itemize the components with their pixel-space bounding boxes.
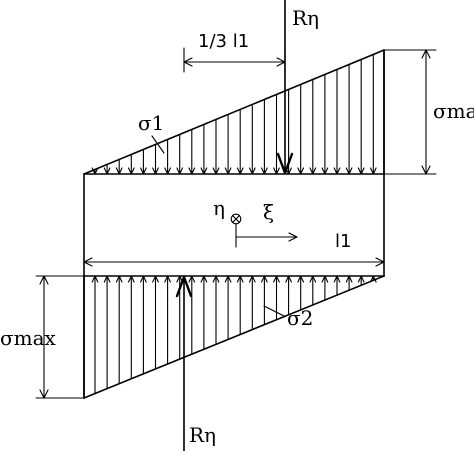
upper-stress-hypotenuse (83, 49, 385, 175)
left-sigma-max-bottom-arrowhead (39, 389, 49, 399)
one-third-length-label: 1/3 l1 (198, 31, 249, 52)
lower-stress-arrow-head (164, 275, 171, 283)
left-sigma-max-label: σmax (0, 326, 57, 350)
upper-stress-arrow-head (188, 167, 196, 175)
sigma2-label: σ2 (287, 306, 313, 330)
right-sigma-max-label: σmax (433, 99, 474, 123)
lower-stress-arrow-head (140, 275, 147, 283)
lower-stress-arrow-head (357, 275, 365, 283)
l1-label: l1 (335, 231, 351, 252)
upper-stress-arrow-head (248, 167, 256, 175)
right-sigma-max-bottom-arrowhead (421, 165, 431, 175)
bottom-reaction-label: Rη (189, 423, 216, 447)
coordinate-axes (230, 213, 298, 248)
lower-stress-arrow-head (212, 275, 220, 283)
upper-stress-arrow-head (164, 167, 171, 175)
upper-stress-arrow-head (224, 167, 232, 175)
upper-stress-arrow-head (357, 167, 365, 175)
lower-stress-arrow-head (200, 275, 208, 283)
upper-stress-arrow-head (273, 167, 280, 175)
reaction-forces (175, 0, 294, 451)
bottom-reaction-force-arrowhead (175, 275, 193, 298)
upper-stress-arrow-head (127, 167, 135, 175)
lower-stress-arrow-head (152, 275, 159, 283)
eta-label: η (213, 196, 225, 220)
lower-stress-arrow-head (248, 275, 256, 283)
upper-stress-arrows (91, 53, 377, 175)
upper-stress-arrow-head (321, 167, 329, 175)
upper-stress-arrow-head (236, 167, 244, 175)
top-reaction-label: Rη (292, 6, 319, 30)
upper-stress-arrow-head (91, 167, 99, 175)
eta-axis-cross (231, 214, 241, 224)
left-sigma-max-top-arrowhead (39, 275, 49, 285)
upper-stress-arrow-head (333, 167, 341, 175)
upper-stress-arrow-head (176, 167, 184, 175)
dimension-lines (35, 47, 437, 399)
lower-stress-arrow-head (345, 275, 353, 283)
lower-stress-arrow-head (333, 275, 341, 283)
lower-stress-arrow-head (321, 275, 329, 283)
sigma1-leader-line (151, 135, 165, 154)
upper-stress-arrow-head (261, 167, 268, 175)
upper-stress-arrow-head (309, 167, 317, 175)
upper-stress-arrow-head (140, 167, 147, 175)
diagram-labels: Rη Rη 1/3 l1 l1 σ1 σ2 σmax σmax η ξ (0, 6, 474, 447)
lower-stress-arrow-head (103, 275, 111, 283)
lower-stress-hypotenuse (83, 275, 385, 399)
label-leaders (151, 135, 285, 317)
upper-stress-triangle (83, 49, 385, 175)
top-reaction-force-arrowhead (276, 152, 294, 175)
l1-right-arrowhead (375, 257, 385, 267)
xi-label: ξ (263, 200, 274, 224)
xi-axis-arrowhead (288, 232, 298, 242)
upper-stress-arrow-head (297, 167, 305, 175)
lower-stress-arrows (91, 275, 377, 395)
l1-left-arrowhead (83, 257, 93, 267)
right-sigma-max-top-arrowhead (421, 49, 431, 59)
sigma2-leader-line (263, 305, 285, 317)
lower-stress-arrow-head (369, 275, 377, 283)
upper-stress-arrow-head (369, 167, 377, 175)
lower-stress-arrow-head (91, 275, 99, 283)
upper-stress-arrow-head (345, 167, 353, 175)
upper-stress-arrow-head (212, 167, 220, 175)
upper-stress-arrow-head (152, 167, 159, 175)
lower-stress-triangle (83, 275, 385, 399)
one-third-right-arrowhead (276, 57, 286, 67)
lower-stress-arrow-head (115, 275, 123, 283)
upper-stress-arrow-head (200, 167, 208, 175)
upper-stress-arrow-head (115, 167, 123, 175)
upper-stress-arrow-head (103, 167, 111, 175)
lower-stress-arrow-head (273, 275, 280, 283)
lower-stress-arrow-head (224, 275, 232, 283)
lower-stress-arrow-head (127, 275, 135, 283)
lower-stress-arrow-head (309, 275, 317, 283)
lower-stress-arrow-head (188, 275, 196, 283)
lower-stress-arrow-head (297, 275, 305, 283)
lower-stress-arrow-head (261, 275, 268, 283)
one-third-left-arrowhead (183, 57, 193, 67)
lower-stress-arrow-head (236, 275, 244, 283)
sigma1-label: σ1 (138, 111, 164, 135)
main-beam-outline (83, 49, 385, 399)
lower-stress-arrow-head (285, 275, 292, 283)
